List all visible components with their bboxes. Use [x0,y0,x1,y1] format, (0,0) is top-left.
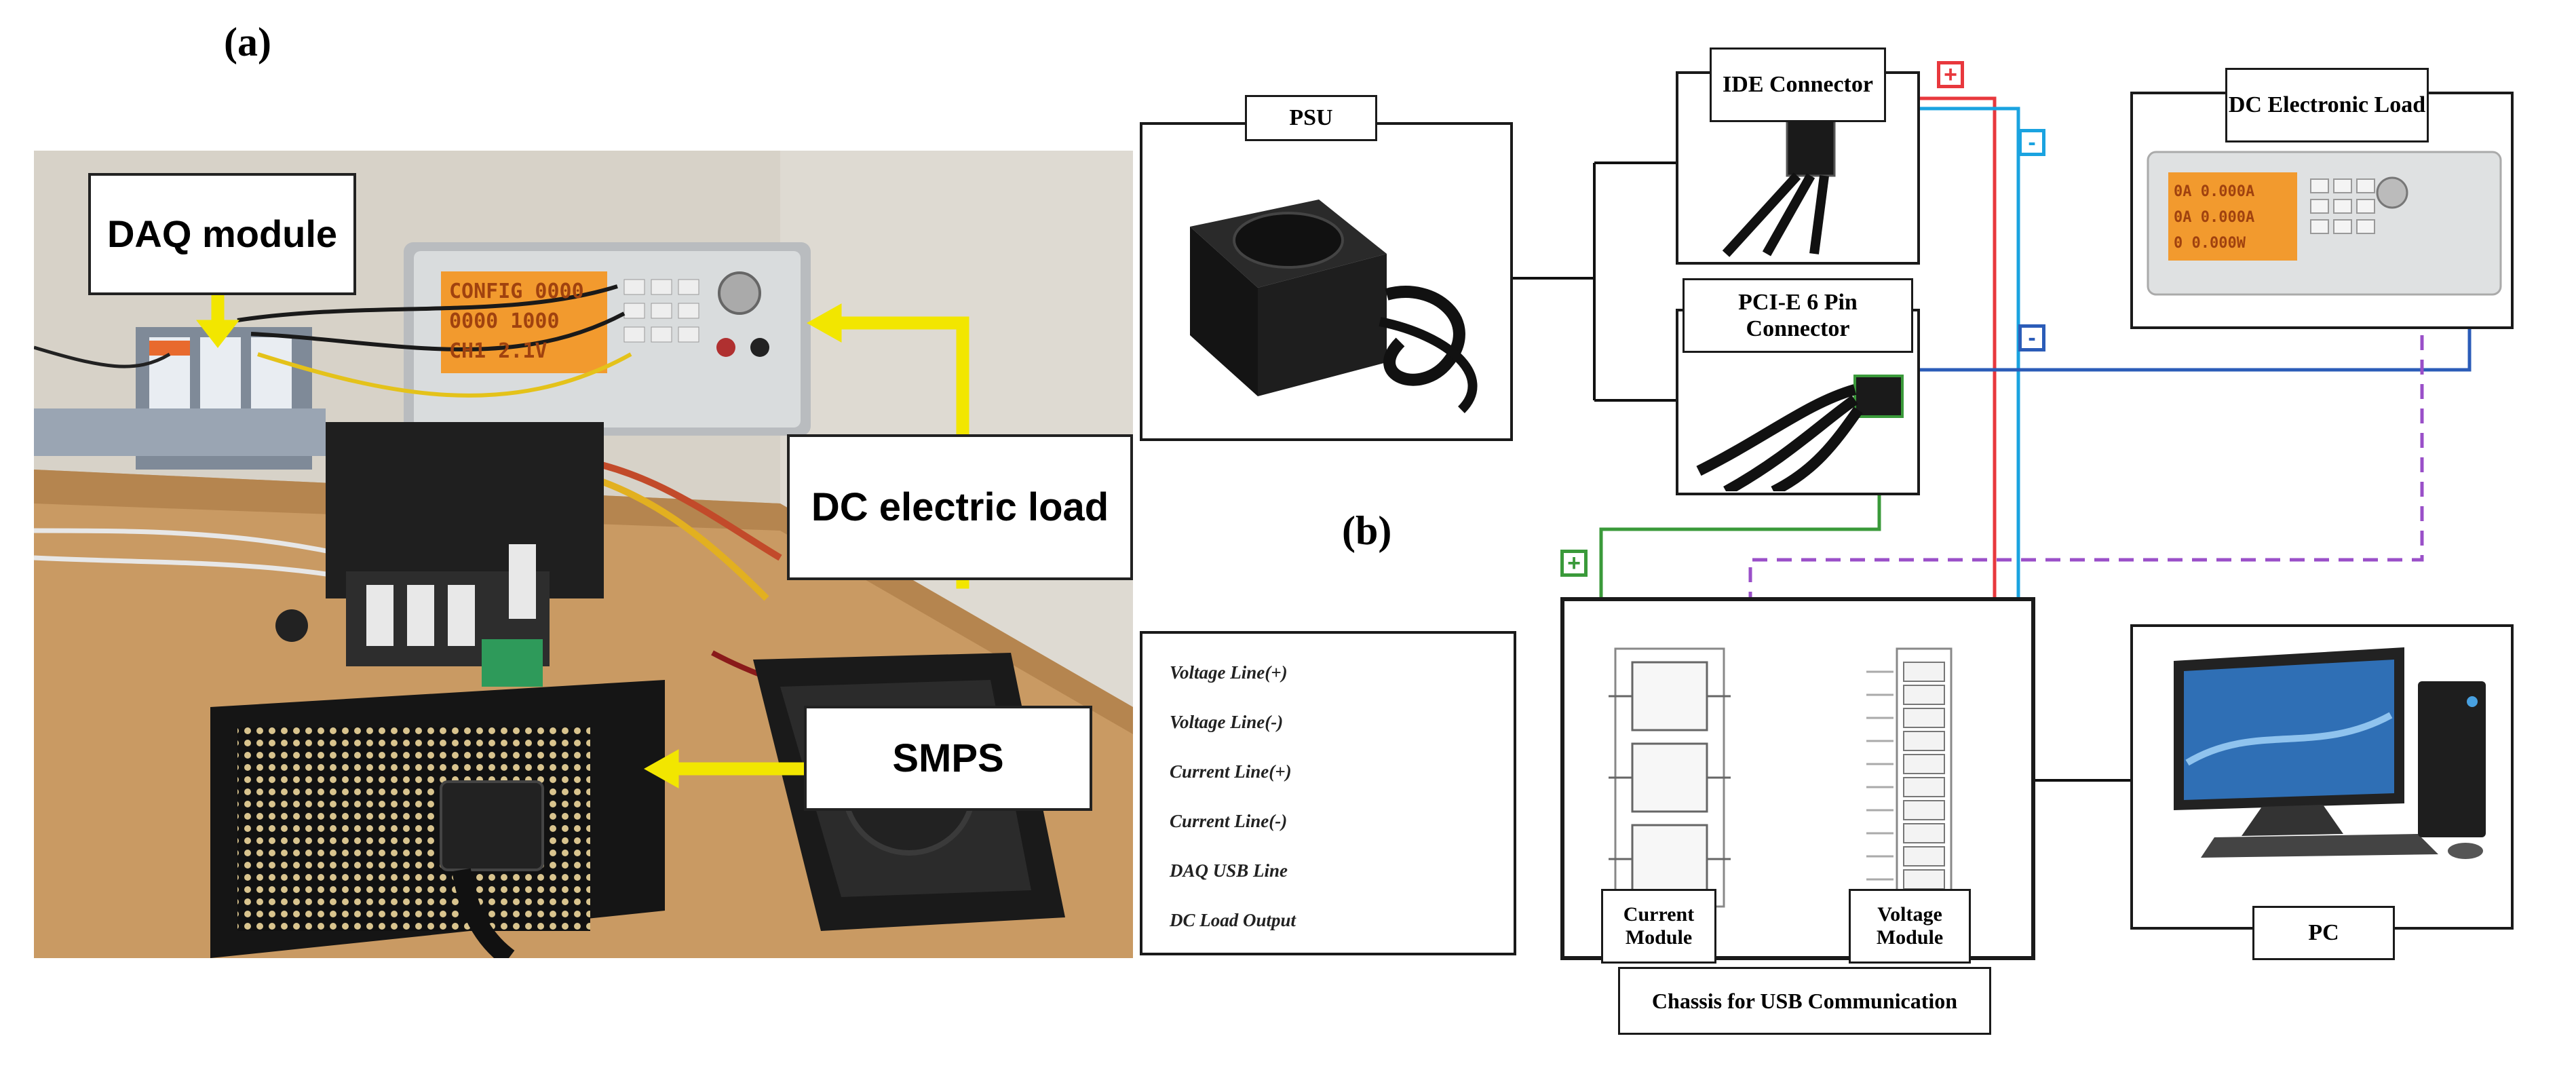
arrow-daq [195,289,240,348]
current-module-title: Current Module [1601,889,1716,964]
setup-photo-illustration [34,151,1133,958]
load-buttons [623,271,769,357]
voltage-module-illustration [1866,647,1953,908]
setup-photo: CONFIG 0000 0000 1000 CH1 2.1V [34,151,1133,958]
pc-title: PC [2252,906,2395,960]
dc-load-illustration [2147,151,2502,296]
pc-box [2130,624,2514,930]
current-module-illustration [1609,647,1731,908]
legend-daq-usb: DAQ USB Line [1170,860,1288,881]
chassis-title: Chassis for USB Communication [1618,967,1991,1035]
legend-current-plus: Current Line(+) [1170,761,1292,782]
panel-label-a: (a) [224,20,271,64]
legend-current-minus: Current Line(-) [1170,811,1288,831]
panel-label-b: (b) [1342,508,1392,553]
arrow-smps [643,749,808,788]
dc-lcd-line-3: 0 0.000W [2174,235,2246,252]
dc-load-lcd-text: 0A 0.000A 0A 0.000A 0 0.000W [2174,179,2296,256]
dc-lcd-line-2: 0A 0.000A [2174,209,2255,226]
dc-electronic-load-box: 0A 0.000A 0A 0.000A 0 0.000W [2130,92,2514,329]
pcie-connector-title: PCI-E 6 Pin Connector [1683,278,1913,353]
sign-current-minus: - [2018,324,2045,351]
psu-box [1140,122,1513,441]
sign-voltage-minus: - [2018,129,2045,156]
sign-voltage-plus: + [1937,61,1964,88]
dc-lcd-line-1: 0A 0.000A [2174,183,2255,200]
pcie-connector-illustration [1696,375,1904,491]
callout-smps: SMPS [804,706,1092,811]
legend-voltage-plus: Voltage Line(+) [1170,662,1288,683]
voltage-module-title: Voltage Module [1849,889,1971,964]
load-lcd-text: CONFIG 0000 0000 1000 CH1 2.1V [449,277,605,366]
callout-daq-module: DAQ module [88,173,356,295]
load-lcd [441,271,607,373]
lcd-line-1: CONFIG 0000 [449,280,584,303]
callout-dc-electric-load: DC electric load [787,434,1133,580]
sign-current-plus: + [1560,550,1588,577]
dc-electronic-load-title: DC Electronic Load [2225,68,2429,142]
legend-voltage-minus: Voltage Line(-) [1170,712,1284,732]
pc-illustration [2174,647,2486,859]
legend-box: Voltage Line(+) Voltage Line(-) Current … [1140,631,1516,955]
psu-title: PSU [1245,95,1377,141]
legend-dc-load-output: DC Load Output [1170,910,1296,930]
lcd-line-3: CH1 2.1V [449,339,547,363]
lcd-line-2: 0000 1000 [449,309,560,333]
ide-connector-title: IDE Connector [1710,47,1886,122]
psu-illustration [1190,199,1478,413]
